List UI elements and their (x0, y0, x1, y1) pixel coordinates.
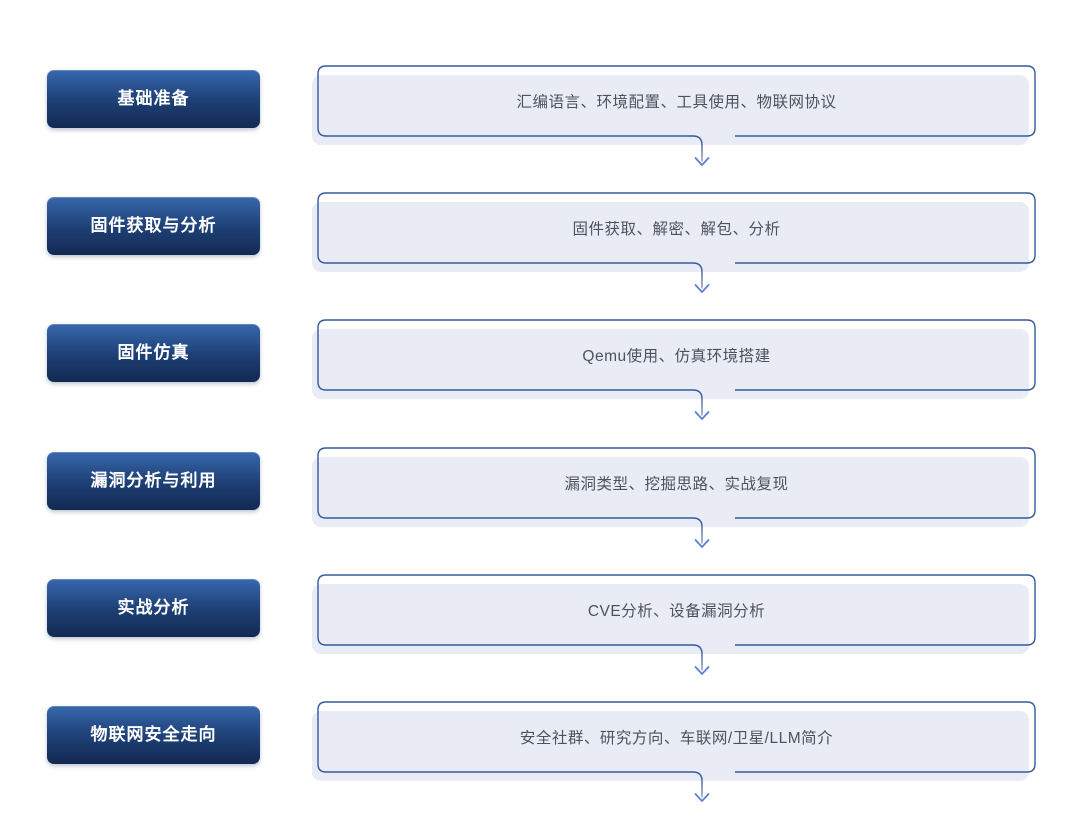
flow-connector-line (692, 135, 703, 162)
content-box-label: 汇编语言、环境配置、工具使用、物联网协议 (516, 94, 837, 111)
stage-button: 固件获取与分析 (47, 197, 260, 255)
box-border-path (317, 701, 1036, 773)
content-box: 汇编语言、环境配置、工具使用、物联网协议 (312, 65, 1036, 170)
roadmap-row: 固件仿真 Qemu使用、仿真环境搭建 (0, 319, 1080, 424)
roadmap-row: 物联网安全走向 安全社群、研究方向、车联网/卫星/LLM简介 (0, 701, 1080, 806)
roadmap-row: 基础准备 汇编语言、环境配置、工具使用、物联网协议 (0, 65, 1080, 170)
down-arrow-icon (694, 157, 710, 166)
content-box-fill (312, 329, 1029, 399)
down-arrow-icon (694, 411, 710, 420)
content-box-border (317, 319, 1036, 420)
box-border-path (317, 574, 1036, 646)
down-arrow-icon (694, 284, 710, 293)
roadmap-diagram: 基础准备 汇编语言、环境配置、工具使用、物联网协议 固件获取与分析 固件获取、解… (0, 18, 1080, 834)
roadmap-row: 固件获取与分析 固件获取、解密、解包、分析 (0, 192, 1080, 297)
down-arrow-icon (694, 539, 710, 548)
content-box-label: 安全社群、研究方向、车联网/卫星/LLM简介 (519, 730, 834, 747)
content-box-border (317, 701, 1036, 802)
box-border-path (317, 447, 1036, 519)
box-border-path (317, 319, 1036, 391)
roadmap-row: 漏洞分析与利用 漏洞类型、挖掘思路、实战复现 (0, 447, 1080, 552)
content-box-label: 固件获取、解密、解包、分析 (572, 221, 781, 238)
content-box-border (317, 192, 1036, 293)
content-box: CVE分析、设备漏洞分析 (312, 574, 1036, 679)
content-box-fill (312, 711, 1029, 781)
content-box: 漏洞类型、挖掘思路、实战复现 (312, 447, 1036, 552)
content-box: 安全社群、研究方向、车联网/卫星/LLM简介 (312, 701, 1036, 806)
content-box-label: CVE分析、设备漏洞分析 (587, 603, 766, 620)
content-box-fill (312, 202, 1029, 272)
content-box-border (317, 65, 1036, 166)
stage-button: 漏洞分析与利用 (47, 452, 260, 510)
flow-connector-line (692, 771, 703, 798)
flow-connector-line (692, 644, 703, 671)
stage-button: 物联网安全走向 (47, 706, 260, 764)
stage-button: 实战分析 (47, 579, 260, 637)
down-arrow-icon (694, 793, 710, 802)
content-box-label: 漏洞类型、挖掘思路、实战复现 (564, 476, 789, 493)
flow-connector-line (692, 389, 703, 416)
roadmap-row: 实战分析 CVE分析、设备漏洞分析 (0, 574, 1080, 679)
content-box-label: Qemu使用、仿真环境搭建 (582, 348, 771, 365)
content-box: 固件获取、解密、解包、分析 (312, 192, 1036, 297)
flow-connector-line (692, 262, 703, 289)
flow-connector-line (692, 517, 703, 544)
content-box-border (317, 447, 1036, 548)
stage-button: 基础准备 (47, 70, 260, 128)
content-box-fill (312, 75, 1029, 145)
down-arrow-icon (694, 666, 710, 675)
stage-button: 固件仿真 (47, 324, 260, 382)
content-box-fill (312, 457, 1029, 527)
content-box-fill (312, 584, 1029, 654)
content-box-border (317, 574, 1036, 675)
box-border-path (317, 65, 1036, 137)
content-box: Qemu使用、仿真环境搭建 (312, 319, 1036, 424)
box-border-path (317, 192, 1036, 264)
